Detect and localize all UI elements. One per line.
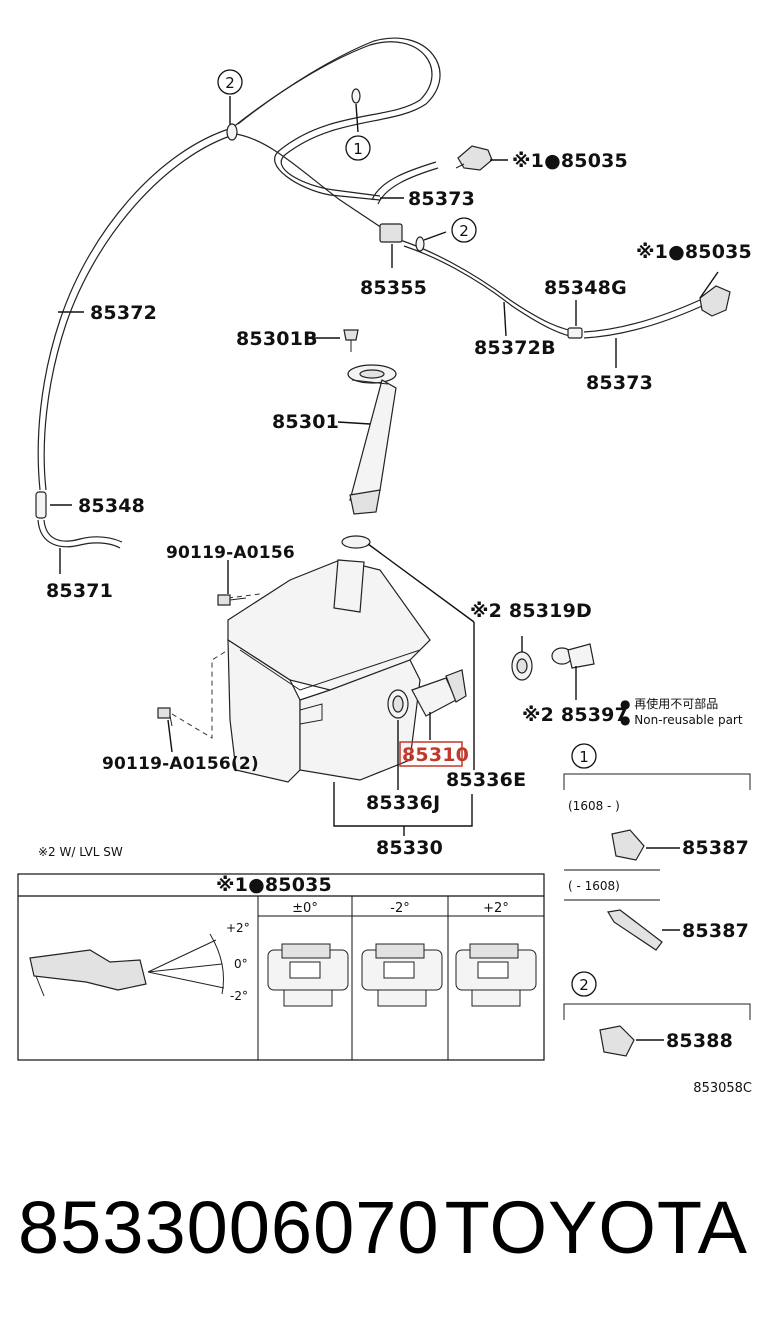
table-col-plus2: +2° <box>483 901 509 916</box>
legend-english: ● Non-reusable part <box>620 713 743 727</box>
cap-bolt <box>343 329 359 352</box>
grommet-85336j <box>387 689 409 719</box>
callout-2-hose: 2 <box>451 217 477 243</box>
diagram-text: 2 <box>579 976 589 994</box>
connector-icon-0 <box>267 943 349 1007</box>
part-footer: 8533006070 TOYOTA <box>18 1185 748 1295</box>
table-col-0: ±0° <box>292 901 318 916</box>
hose-joints <box>35 88 583 519</box>
label-85372: 85372 <box>90 302 157 324</box>
mount-line-b <box>171 649 229 739</box>
highlight-box <box>399 741 463 767</box>
clamp-label-85387-new: 85387 <box>682 837 749 859</box>
footer-brand: TOYOTA <box>444 1186 748 1269</box>
label-85336e: 85336E <box>446 769 526 791</box>
callout-2-top: 2 <box>217 69 243 95</box>
mount-line-a <box>227 593 261 599</box>
washer-nozzle-right <box>699 285 731 317</box>
level-sensor <box>551 643 595 669</box>
angle-zero: 0° <box>234 957 248 971</box>
label-85348g: 85348G <box>544 277 627 299</box>
level-sensor-grommet <box>511 651 533 681</box>
label-85371: 85371 <box>46 580 113 602</box>
note-lvl-sw: ※2 W/ LVL SW <box>38 845 123 859</box>
label-85355: 85355 <box>360 277 427 299</box>
label-85373-top: 85373 <box>408 188 475 210</box>
label-85372b: 85372B <box>474 337 556 359</box>
footer-part-number: 8533006070 <box>18 1186 440 1269</box>
clamp-range-old: ( - 1608) <box>568 879 620 893</box>
label-90119-a0156-2: 90119-A0156(2) <box>102 754 259 774</box>
label-85397: ※2 85397 <box>522 704 628 726</box>
angle-minus2: -2° <box>230 989 248 1003</box>
washer-pump <box>411 669 467 717</box>
washer-tank <box>227 535 431 783</box>
label-85301: 85301 <box>272 411 339 433</box>
clamp-label-85388: 85388 <box>666 1030 733 1052</box>
label-85373-right: 85373 <box>586 372 653 394</box>
filler-neck <box>347 364 397 515</box>
diagram-text: 2 <box>225 74 235 92</box>
label-85330: 85330 <box>376 837 443 859</box>
clamp-range-new: (1608 - ) <box>568 799 620 813</box>
label-85319d: ※2 85319D <box>470 600 592 622</box>
callout-1-top: 1 <box>345 135 371 161</box>
clamp-panel-1: 1 (1608 - ) 85387 ( - 1608) 85387 <box>563 743 751 951</box>
angle-plus2: +2° <box>226 921 250 935</box>
clamp-label-85387-old: 85387 <box>682 920 749 942</box>
clamp-panel-2: 2 85388 <box>563 971 751 1057</box>
bolt-upper <box>217 594 247 606</box>
bolt-lower <box>157 707 173 727</box>
leader-lines <box>50 96 719 836</box>
diagram-text: 2 <box>459 222 469 240</box>
label-85035-top: ※1●85035 <box>512 150 628 172</box>
table-title: ※1●85035 <box>216 874 332 896</box>
connector-icon-minus2 <box>361 943 443 1007</box>
label-85336j: 85336J <box>366 792 440 814</box>
washer-nozzle-top <box>455 145 493 171</box>
label-85301b: 85301B <box>236 328 318 350</box>
diagram-text: 1 <box>353 140 363 158</box>
label-85348: 85348 <box>78 495 145 517</box>
diagram-text: 1 <box>579 748 589 766</box>
label-90119-a0156: 90119-A0156 <box>166 543 295 563</box>
nozzle-angle-table: ※1●85035 ±0° -2° +2° +2° 0° -2° <box>17 873 545 1061</box>
connector-icon-plus2 <box>455 943 537 1007</box>
diagram-code: 853058C <box>693 1081 752 1096</box>
washer-hoses <box>37 37 703 549</box>
label-85310: 85310 <box>402 744 469 766</box>
table-col-minus2: -2° <box>390 901 409 916</box>
label-85035-right: ※1●85035 <box>636 241 752 263</box>
legend-japanese: ● 再使用不可部品 <box>620 696 718 711</box>
